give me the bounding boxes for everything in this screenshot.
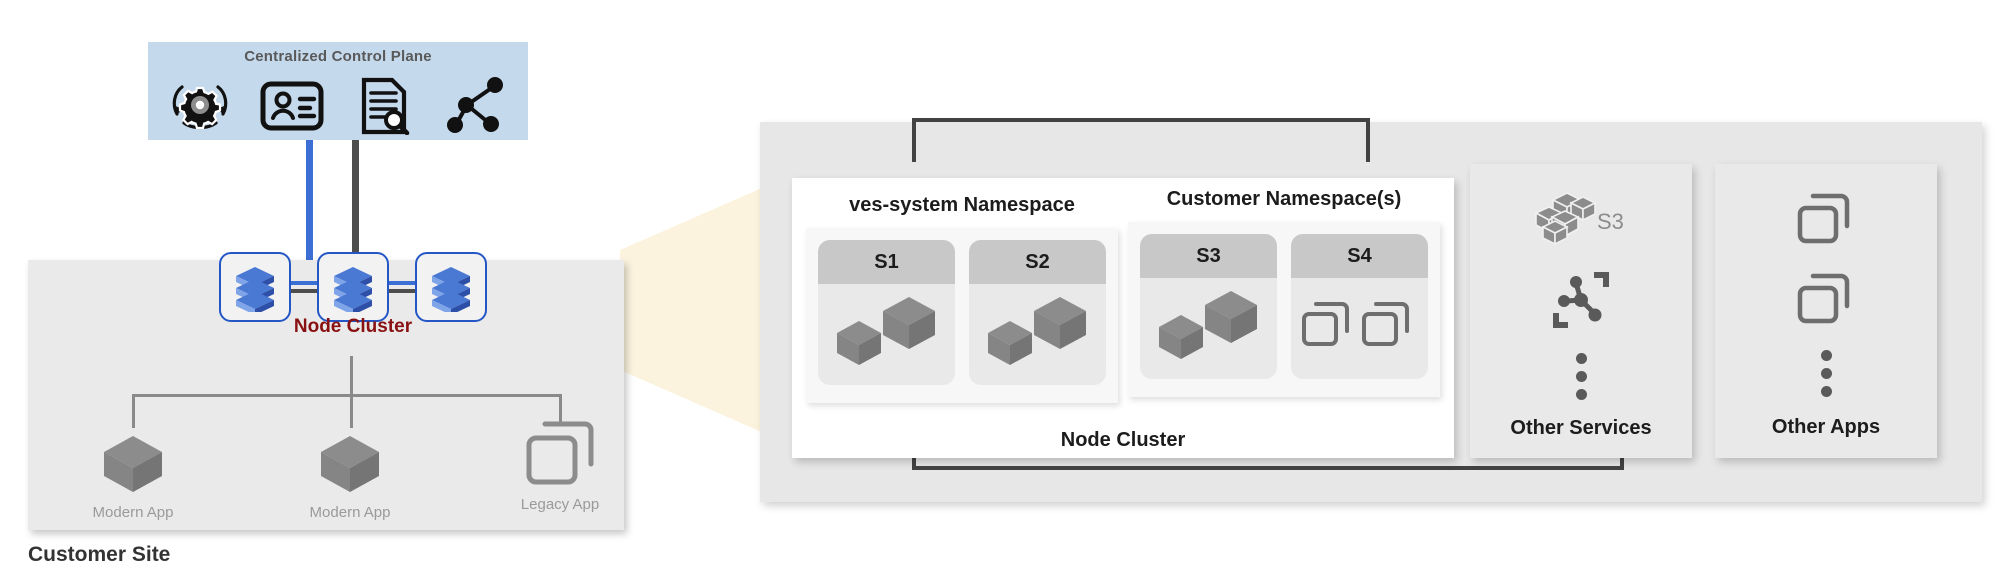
stacked-windows-icon: [1795, 191, 1857, 252]
service-s1[interactable]: S1: [818, 240, 955, 385]
tree-trunk: [350, 356, 353, 396]
s3-storage-icon: S3: [1533, 191, 1629, 252]
cluster-detail-panel: ves-system Namespace S1: [760, 118, 1982, 502]
node-cluster-card-label: Node Cluster: [1060, 429, 1186, 451]
network-mesh-icon: [1550, 269, 1612, 336]
namespace-box-customer: S3: [1128, 222, 1440, 397]
customer-site-panel: Node Cluster Modern App Modern App: [28, 252, 624, 530]
app-label: Modern App: [92, 504, 174, 521]
service-s4[interactable]: S4: [1291, 234, 1428, 379]
namespace-box-ves-system: S1: [806, 228, 1118, 403]
control-plane-icon-row: [148, 72, 528, 140]
cube-icon: [73, 426, 193, 498]
other-services-panel: S3 Other Services: [1470, 164, 1692, 458]
other-apps-panel: Other Apps: [1715, 164, 1937, 458]
tree-crossbar: [132, 394, 562, 397]
customer-site-label: Customer Site: [28, 543, 171, 566]
namespace-title-customer: Customer Namespace(s): [1166, 188, 1402, 210]
app-modern-2[interactable]: Modern App: [290, 426, 410, 521]
id-card-icon: [259, 75, 325, 137]
service-name: S2: [969, 240, 1106, 284]
server-stack-icon: [236, 267, 274, 312]
other-apps-label: Other Apps: [1771, 415, 1881, 438]
service-pods: [969, 284, 1106, 385]
service-pods: [818, 284, 955, 385]
stacked-windows-icon: [1795, 271, 1857, 332]
app-label: Legacy App: [520, 496, 600, 513]
app-modern-1[interactable]: Modern App: [73, 426, 193, 521]
vertical-ellipsis-icon: [1575, 352, 1587, 400]
stacked-windows-icon: [500, 418, 620, 490]
cluster-node[interactable]: [219, 252, 291, 322]
server-stack-icon: [432, 267, 470, 312]
gear-refresh-icon: [167, 75, 233, 137]
tree-branch-mid: [350, 394, 353, 428]
service-vms: [1291, 278, 1428, 379]
centralized-control-plane-panel: Centralized Control Plane: [148, 42, 528, 140]
control-plane-gray-connector: [352, 140, 359, 262]
app-legacy[interactable]: Legacy App: [500, 418, 620, 513]
tree-branch-left: [132, 394, 135, 428]
node-link: [291, 278, 317, 296]
app-label: Modern App: [309, 504, 391, 521]
cube-icon: [836, 296, 935, 365]
bracket-top-services: [912, 118, 1370, 162]
service-pods: [1140, 278, 1277, 379]
service-name: S1: [818, 240, 955, 284]
service-s3[interactable]: S3: [1140, 234, 1277, 379]
zoom-funnel: [620, 180, 780, 440]
control-plane-title: Centralized Control Plane: [244, 48, 432, 65]
cube-icon: [987, 296, 1086, 365]
namespace-title-ves-system: ves-system Namespace: [849, 194, 1075, 216]
service-s2[interactable]: S2: [969, 240, 1106, 385]
cluster-node[interactable]: [317, 252, 389, 322]
node-link: [389, 278, 415, 296]
control-plane-blue-connector: [306, 140, 313, 262]
document-search-icon: [351, 75, 417, 137]
cube-icon: [290, 426, 410, 498]
vertical-ellipsis-icon: [1820, 350, 1832, 398]
cube-icon: [1158, 290, 1257, 359]
service-name: S4: [1291, 234, 1428, 278]
node-cluster-row: Node Cluster: [218, 252, 488, 337]
tree-branch-right: [559, 394, 562, 422]
stacked-windows-icon: [1301, 301, 1409, 346]
other-services-label: Other Services: [1510, 416, 1652, 439]
network-graph-icon: [443, 75, 509, 137]
s3-label: S3: [1597, 209, 1624, 234]
server-stack-icon: [334, 267, 372, 312]
node-cluster-card: ves-system Namespace S1: [792, 178, 1454, 458]
service-name: S3: [1140, 234, 1277, 278]
cluster-node[interactable]: [415, 252, 487, 322]
node-cluster-label: Node Cluster: [293, 316, 413, 337]
